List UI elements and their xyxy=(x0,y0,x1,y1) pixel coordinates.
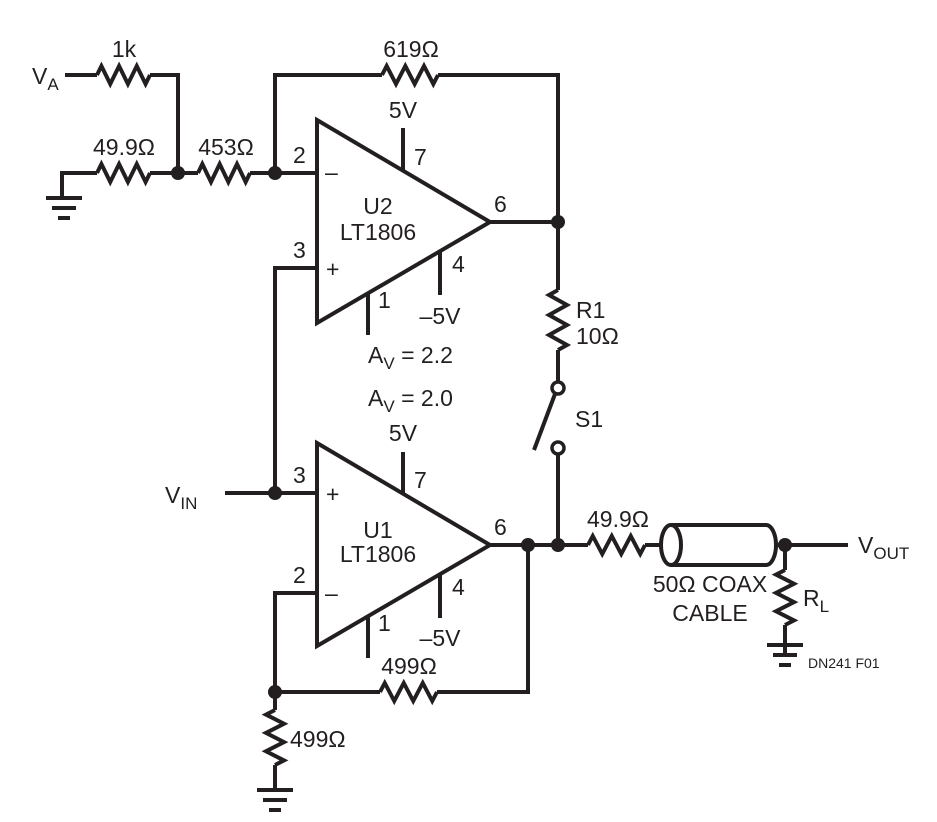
r-1k-label: 1k xyxy=(112,36,137,62)
u1-gain: AV = 2.0 xyxy=(368,385,453,416)
u1-name: U1 xyxy=(363,517,392,543)
ground-icon-left xyxy=(46,196,82,220)
u2-pin4: 4 xyxy=(452,251,465,277)
u1-vneg-label: –5V xyxy=(420,625,462,651)
u2-pin1: 1 xyxy=(378,287,391,313)
resistor-49-9-gnd xyxy=(95,159,152,187)
r-499-fb-label: 499Ω xyxy=(381,653,437,679)
switch-contact-bottom xyxy=(550,440,566,456)
opamp-u1 xyxy=(315,439,494,650)
va-label: VA xyxy=(32,63,59,94)
u2-part: LT1806 xyxy=(340,219,416,245)
coax-cable xyxy=(659,523,778,567)
junction xyxy=(521,538,535,552)
resistor-453 xyxy=(196,159,252,187)
resistor-1k xyxy=(95,61,152,89)
ground-icon-499 xyxy=(257,788,293,812)
coax-label-line1: 50Ω COAX xyxy=(653,571,767,597)
u1-part: LT1806 xyxy=(340,541,416,567)
r-49-9-out-label: 49.9Ω xyxy=(587,506,649,532)
wire-u1-minus xyxy=(273,545,530,710)
switch-s1-label: S1 xyxy=(575,406,603,432)
coax-label-line2: CABLE xyxy=(672,600,747,626)
junction xyxy=(268,685,282,699)
resistor-499-fb xyxy=(378,678,439,706)
u2-pin3: 3 xyxy=(293,237,306,263)
wire-u2-plus xyxy=(273,266,317,493)
u1-vpos-label: 5V xyxy=(389,420,418,446)
r-619-label: 619Ω xyxy=(383,36,439,62)
vout-label: VOUT xyxy=(858,532,909,563)
switch-blade xyxy=(532,393,557,451)
wire-va xyxy=(65,73,180,173)
rl-label: RL xyxy=(803,585,829,616)
switch-contact-top xyxy=(550,380,566,396)
u2-pin7: 7 xyxy=(414,144,427,170)
junctions xyxy=(171,166,792,699)
resistors xyxy=(95,61,799,767)
u2-vneg-label: –5V xyxy=(420,303,462,329)
junction xyxy=(778,538,792,552)
wires xyxy=(60,73,848,790)
r1-value-label: 10Ω xyxy=(576,323,619,349)
u1-pin2: 2 xyxy=(293,562,306,588)
junction xyxy=(268,166,282,180)
u1-minus-sign: – xyxy=(325,580,338,606)
coax-end xyxy=(659,523,683,567)
resistor-49-9-out xyxy=(586,531,647,559)
figure-id: DN241 F01 xyxy=(808,655,880,671)
u2-name: U2 xyxy=(363,193,392,219)
u2-pin6: 6 xyxy=(494,191,507,217)
resistor-499-gnd xyxy=(261,708,289,767)
switch-s1 xyxy=(532,380,566,456)
resistor-r1 xyxy=(544,288,572,352)
u1-pin6: 6 xyxy=(494,514,507,540)
u2-plus-sign: + xyxy=(326,256,339,282)
ground-icon-rl xyxy=(767,643,803,667)
u2-gain: AV = 2.2 xyxy=(368,342,453,373)
resistor-rl xyxy=(771,568,799,627)
junction xyxy=(268,486,282,500)
u1-pin1: 1 xyxy=(378,610,391,636)
u2-vpos-label: 5V xyxy=(389,97,418,123)
junction xyxy=(551,215,565,229)
u1-pin7: 7 xyxy=(414,467,427,493)
junction xyxy=(551,538,565,552)
coax-body xyxy=(671,523,778,567)
r-453-label: 453Ω xyxy=(198,134,254,160)
u1-pin3: 3 xyxy=(293,462,306,488)
opamp-u2 xyxy=(315,116,494,327)
u1-pin4: 4 xyxy=(452,574,465,600)
r1-name-label: R1 xyxy=(576,297,605,323)
junction xyxy=(171,166,185,180)
u2-minus-sign: – xyxy=(325,159,338,185)
resistor-619 xyxy=(380,61,440,89)
r-49-9-gnd-label: 49.9Ω xyxy=(93,134,155,160)
u1-plus-sign: + xyxy=(326,481,339,507)
vin-label: VIN xyxy=(165,482,197,513)
u2-pin2: 2 xyxy=(293,142,306,168)
r-499-gnd-label: 499Ω xyxy=(290,726,346,752)
